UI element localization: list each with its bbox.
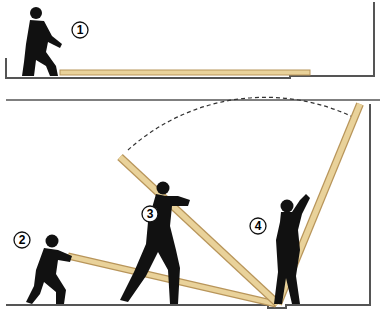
top-room [6, 2, 374, 78]
callout-circle: 4 [249, 217, 267, 235]
callout-number: 3 [147, 208, 154, 220]
callout-ring [142, 206, 158, 222]
callout-circle: 1 [71, 21, 89, 39]
person-pushing [120, 182, 190, 305]
person-lifting [26, 235, 72, 305]
boards [68, 104, 360, 304]
bottom-room [6, 100, 380, 308]
person-crouching [22, 7, 62, 76]
callout-ring [250, 218, 266, 234]
callout-circle: 2 [13, 231, 31, 249]
callout-number: 2 [19, 234, 26, 246]
board-lying [60, 70, 310, 75]
callout-ring [72, 22, 88, 38]
callout-ring [14, 232, 30, 248]
callout-number: 1 [77, 24, 84, 36]
person-raising [274, 194, 310, 304]
swing-arc [128, 97, 355, 150]
callout-circle: 3 [141, 205, 159, 223]
callout-number: 4 [255, 220, 262, 232]
